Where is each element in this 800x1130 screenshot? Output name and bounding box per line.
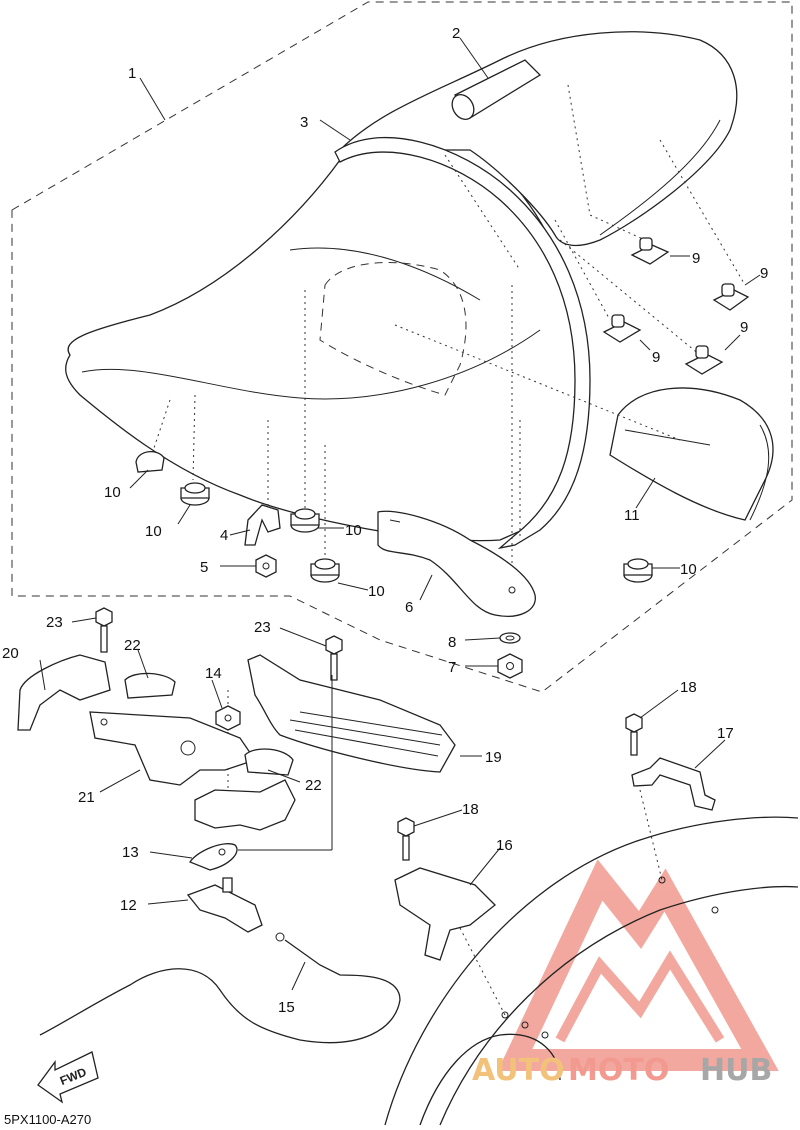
callout-18-b: 18: [680, 679, 697, 696]
rear-fender-outline: [384, 816, 799, 1126]
callout-9-c: 9: [652, 349, 660, 366]
nut-14: [215, 705, 241, 731]
callout-13: 13: [122, 844, 139, 861]
callout-1: 1: [128, 65, 136, 82]
callout-10-b: 10: [145, 523, 162, 540]
damper-10-a: [135, 451, 165, 473]
callout-11: 11: [624, 507, 640, 524]
callout-8: 8: [448, 634, 456, 651]
callout-19: 19: [485, 749, 502, 766]
seat-assembly-boundary: [11, 1, 793, 693]
callout-10-a: 10: [104, 484, 121, 501]
callout-18-a: 18: [462, 801, 479, 818]
bracket-16: [394, 867, 496, 961]
rear-cover-panel: [609, 387, 774, 521]
wordmark-auto: AUTO: [472, 1053, 565, 1088]
callout-labels: 1 2 3 4 5 6 7 8 9 9 9 9 10 10 10 10 10 1…: [2, 25, 768, 1016]
callout-9-b: 9: [760, 265, 768, 282]
plate-21: [89, 711, 257, 786]
plate-13: [189, 843, 238, 871]
pad-22-a: [124, 672, 176, 699]
cover-19: [247, 654, 456, 773]
lower-bracket: [194, 779, 296, 831]
callout-12: 12: [120, 897, 137, 914]
callout-23-a: 23: [46, 614, 63, 631]
pad-22-b: [244, 748, 294, 776]
automotohub-watermark-logo: [497, 859, 779, 1071]
bolt-23-b: [325, 635, 343, 681]
bolt-23-a: [95, 607, 113, 653]
callout-22-b: 22: [305, 777, 322, 794]
seat-lock-12: [186, 884, 263, 933]
callout-5: 5: [200, 559, 208, 576]
callout-10-d: 10: [368, 583, 385, 600]
nut-7: [497, 653, 523, 679]
callout-17: 17: [717, 725, 734, 742]
alignment-lines: [149, 84, 746, 1016]
clip-9-d: [684, 345, 724, 375]
wordmark-hub: HUB: [700, 1053, 772, 1088]
damper-10-c: [290, 508, 320, 533]
callout-21: 21: [78, 789, 95, 806]
callout-22-a: 22: [124, 637, 141, 654]
damper-10-d: [310, 558, 340, 583]
leader-lines: [39, 37, 761, 991]
callout-7: 7: [448, 659, 456, 676]
seat: [65, 31, 738, 542]
callout-4: 4: [220, 527, 228, 544]
lock-cable-15: [39, 939, 401, 1044]
clip-9-c: [602, 314, 642, 343]
strap: [334, 136, 591, 550]
callout-10-c: 10: [345, 522, 362, 539]
bracket-20: [17, 654, 111, 731]
grip-tube: [451, 59, 542, 120]
bolt-18-b: [625, 713, 643, 756]
damper-10-b: [180, 482, 210, 506]
callout-3: 3: [300, 114, 308, 131]
callout-2: 2: [452, 25, 460, 42]
callout-16: 16: [496, 837, 513, 854]
callout-10-e: 10: [680, 561, 697, 578]
diagram-code: 5PX1100-A270: [4, 1112, 91, 1127]
automotohub-wordmark: AUTO MOTO HUB: [472, 1053, 772, 1088]
fwd-arrow-icon: FWD: [37, 1051, 99, 1104]
callout-9-d: 9: [740, 319, 748, 336]
bracket-6: [377, 510, 536, 617]
callout-6: 6: [405, 599, 413, 616]
callout-20: 20: [2, 645, 19, 662]
clip-9-b: [712, 283, 750, 311]
flange-nut-5: [255, 554, 277, 578]
callout-14: 14: [205, 665, 222, 682]
callout-23-b: 23: [254, 619, 271, 636]
grab-handle-17: [631, 757, 716, 811]
bracket-4: [244, 504, 281, 546]
clip-9-a: [630, 237, 670, 265]
wordmark-moto: MOTO: [568, 1053, 669, 1088]
washer-8: [499, 632, 521, 644]
damper-10-e: [623, 558, 653, 583]
bolt-18-a: [397, 817, 415, 861]
callout-9-a: 9: [692, 250, 700, 267]
callout-15: 15: [278, 999, 295, 1016]
